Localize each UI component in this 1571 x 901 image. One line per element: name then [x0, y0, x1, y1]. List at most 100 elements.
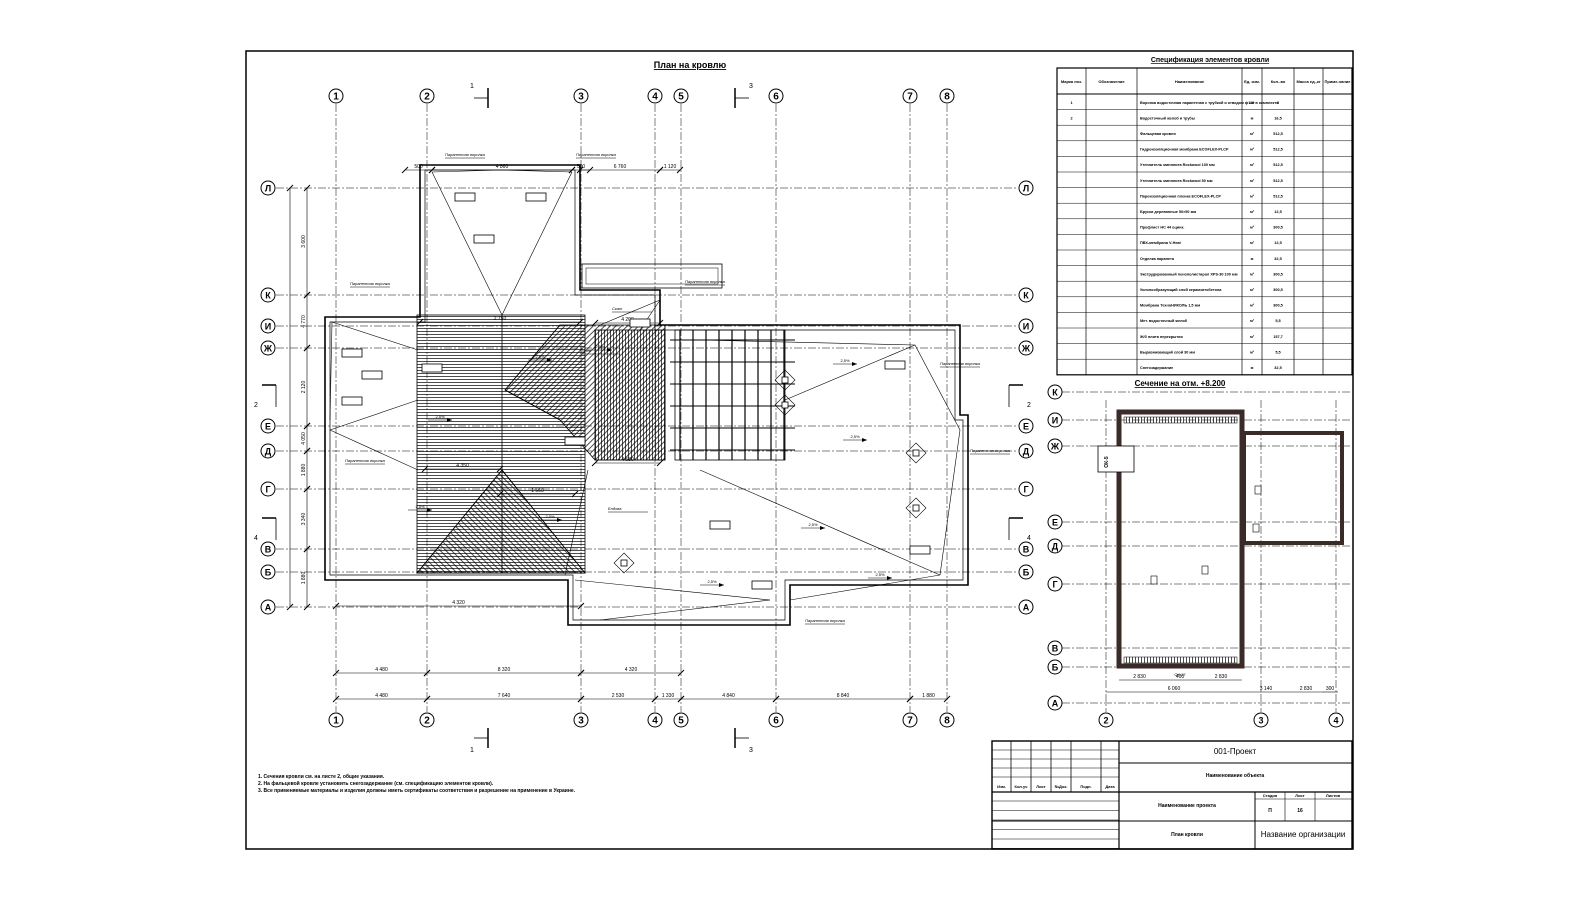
axis-label: 6 [773, 716, 779, 727]
axis-bubble [647, 712, 663, 728]
cut-label: 2 [1027, 402, 1031, 409]
axis-bubble [939, 712, 955, 728]
drain-symbol [912, 504, 920, 512]
dim-tick [303, 291, 311, 299]
spec-cell: м [1251, 116, 1254, 120]
cut-label: 1 [470, 747, 474, 754]
section-axis-bubble [1047, 384, 1063, 400]
callout-text: Скат [612, 306, 623, 311]
pitched-roof [416, 314, 666, 574]
dim-tick [332, 602, 340, 610]
spec-cell: Утеплитель минплита Rockwool 100 мм [1140, 163, 1215, 167]
pergola-beams [670, 330, 795, 460]
axis-label: Д [265, 447, 272, 457]
axis-bubble [328, 88, 344, 104]
slope-arrowhead [862, 438, 867, 442]
axis-label: Б [265, 568, 272, 578]
axis-label: И [265, 322, 271, 332]
slope-tag [421, 363, 443, 373]
spec-cell: 300,5 [1273, 304, 1283, 308]
callout-text: Парапетная воронка [445, 152, 486, 157]
dim-tick [303, 545, 311, 553]
drain-lines [329, 169, 961, 621]
dim-text: 1 120 [664, 164, 677, 170]
dim-tick [591, 459, 599, 467]
spec-cell: м² [1250, 226, 1255, 230]
axis-bubble [573, 712, 589, 728]
slope-arrowhead [447, 418, 452, 422]
stamp-col-label: Подп. [1080, 784, 1091, 789]
axis-bubble [260, 599, 276, 615]
dim-text: 2 530 [612, 693, 625, 699]
axis-bubble [260, 287, 276, 303]
section-opening-label: ОК-17 [1174, 672, 1186, 677]
axis-label: Е [1023, 422, 1029, 432]
spec-cell: 300,5 [1273, 272, 1283, 276]
stamp-stage-header: Стадия [1263, 793, 1278, 798]
slope-tag [751, 580, 773, 590]
axis-label: 3 [578, 716, 584, 727]
axis-label: Л [1023, 184, 1029, 194]
section-window-label: ОК-5 [1104, 456, 1110, 468]
spec-cell: Ж/б плита перекрытия [1139, 335, 1183, 339]
section-dim-text: 400 [1176, 674, 1185, 680]
axis-label: Л [265, 184, 271, 194]
pergola [674, 329, 786, 461]
stamp-org-name: Название организации [1261, 830, 1346, 839]
axis-bubble [260, 180, 276, 196]
spec-cell: ПВХ-мембрана V-Heat [1140, 241, 1182, 245]
axis-label: Д [1023, 447, 1030, 457]
cut-label: 3 [749, 747, 753, 754]
axis-bubble [1018, 443, 1034, 459]
axis-bubble [328, 712, 344, 728]
spec-cell: Водосточный желоб и трубы [1140, 116, 1195, 120]
dim-tick [772, 695, 780, 703]
dim-tick [332, 669, 340, 677]
section-axis-label: И [1052, 416, 1058, 426]
spec-cell: м² [1250, 241, 1255, 245]
drain-symbol [905, 497, 927, 519]
drain-symbol [781, 401, 789, 409]
section-axis-bubble [1098, 712, 1114, 728]
dim-tick [906, 695, 914, 703]
section-axis-label: 2 [1103, 716, 1108, 726]
spec-cell: 1 [1070, 101, 1072, 105]
dim-text: 4 480 [375, 667, 388, 673]
stamp-col-label: №Док. [1055, 784, 1068, 789]
spec-cell: м [1251, 366, 1254, 370]
dim-text: 8 320 [498, 667, 511, 673]
axis-bubble [419, 712, 435, 728]
spec-cell: 512,5 [1273, 194, 1283, 198]
slope-tag [525, 192, 547, 202]
dim-tick [651, 695, 659, 703]
spec-cell: м² [1250, 179, 1255, 183]
section-dim-text: 300 [1326, 686, 1335, 692]
section-dim-text: 2 830 [1133, 674, 1146, 680]
axis-label: Ж [1021, 344, 1031, 354]
spec-cell: 300,5 [1273, 226, 1283, 230]
dim-tick [303, 447, 311, 455]
note-3: 3. Все применяемые материалы и изделия д… [258, 787, 576, 794]
slope-tag [884, 360, 906, 370]
dim-tick [303, 344, 311, 352]
drain-symbol [620, 559, 628, 567]
axis-label: 5 [678, 92, 684, 103]
slope-text: 2,5% [415, 504, 425, 509]
dim-text: 4 200 [621, 317, 634, 323]
dim-text: 4 320 [625, 667, 638, 673]
dim-tick [423, 669, 431, 677]
slope-arrowhead [887, 576, 892, 580]
spec-cell: 512,5 [1273, 179, 1283, 183]
dim-text: 4 050 [301, 432, 307, 445]
spec-cell: Бруски деревянные 50×50 мм [1140, 210, 1196, 214]
stamp-border [991, 740, 1353, 850]
plan-title: План на кровлю [654, 60, 727, 70]
stamp-col-label: Кол.уч [1015, 784, 1029, 789]
spec-cell: Утеплитель минплита Rockwool 50 мм [1140, 179, 1213, 183]
dim-tick [303, 485, 311, 493]
axis-label: А [1023, 603, 1030, 613]
axis-bubble [1018, 318, 1034, 334]
spec-cell: м² [1250, 350, 1255, 354]
axis-bubble [1018, 541, 1034, 557]
dim-text: 4 480 [375, 693, 388, 699]
